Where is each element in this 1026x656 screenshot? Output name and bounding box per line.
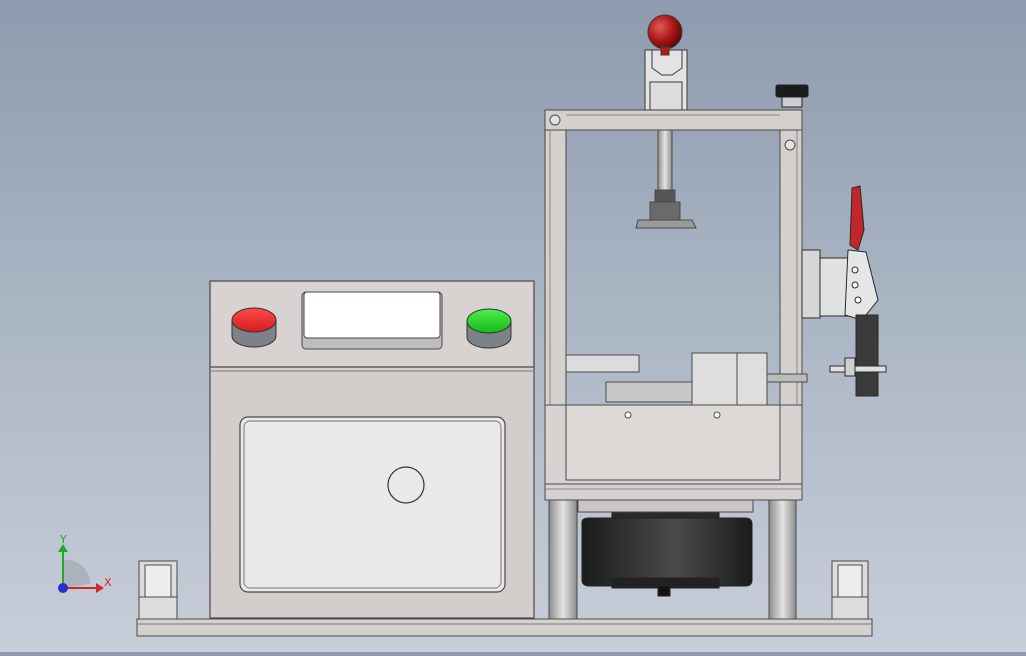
press-ram	[635, 129, 697, 229]
triad-x-label: X	[104, 576, 112, 589]
lower-platform	[544, 483, 803, 513]
start-button[interactable]	[466, 308, 512, 349]
adjust-knob[interactable]	[775, 84, 809, 108]
base-plate	[136, 618, 873, 637]
motor-drum	[581, 499, 753, 597]
stop-button[interactable]	[231, 307, 277, 348]
work-housing	[544, 404, 803, 485]
right-foot-bracket	[831, 560, 869, 620]
left-foot-bracket	[138, 560, 178, 620]
workpiece-fixture	[565, 352, 808, 406]
toggle-clamp[interactable]	[801, 185, 887, 397]
toggle-handle[interactable]	[644, 14, 688, 111]
top-crossbar	[544, 109, 803, 151]
triad-y-label: Y	[59, 533, 67, 546]
frame-columns	[544, 109, 803, 485]
coordinate-triad: Y X	[58, 533, 112, 593]
display-window	[301, 291, 443, 350]
